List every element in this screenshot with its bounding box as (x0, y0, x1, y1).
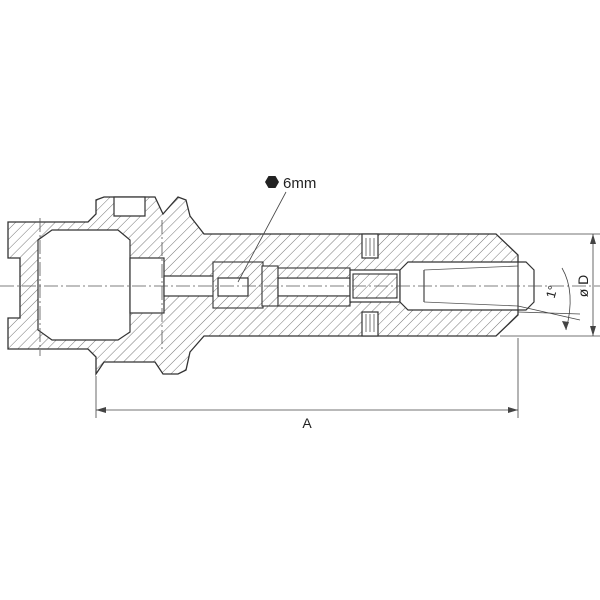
dimension-diameter: ø D (500, 233, 600, 337)
center-lines (0, 218, 600, 356)
hex-key-callout: 6mm (237, 175, 316, 283)
step-bore (129, 257, 165, 314)
screw-thread-upper (277, 267, 351, 279)
dimension-a-label: A (302, 415, 312, 431)
diameter-label: ø D (575, 275, 591, 298)
taper-angle: 1° (517, 267, 581, 331)
taper-angle-label: 1° (543, 284, 561, 300)
dimension-a: A (95, 338, 519, 431)
drive-slot (113, 196, 146, 217)
screw-hex-socket (217, 277, 249, 297)
hex-key-label: 6mm (283, 175, 316, 192)
screw-neck (277, 277, 351, 297)
radial-set-screws (361, 233, 379, 337)
screw-thread-lower (277, 295, 351, 307)
hexagon-icon (265, 176, 279, 188)
clamping-cavity (37, 229, 131, 341)
